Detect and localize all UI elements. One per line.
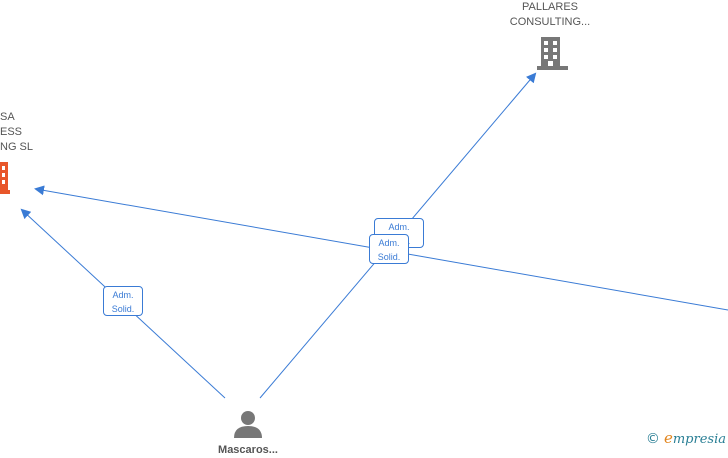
person-label[interactable]: Mascaros... [208,443,288,458]
edge-label-center-front-line2: Solid. [377,252,401,262]
building-icon [537,37,568,70]
edge-label-center-front-line1: Adm. [378,238,400,248]
brand-initial: e [663,429,673,447]
company-left-name-line2: ESS [0,126,23,138]
company-left-name-line3: NG SL [0,141,34,153]
edge-label-left-line1: Adm. [112,290,134,300]
edge-label-center-back-line1: Adm. [388,222,410,232]
person-icon [234,411,262,438]
person-name: Mascaros... [218,444,278,456]
empresia-watermark: © empresia [646,429,726,447]
brand-name: mpresia [672,432,726,447]
company-left-name-line1: SA [0,111,15,123]
edge-label-center-front[interactable]: Adm. Solid. [369,234,409,264]
building-icon-highlighted [0,162,10,194]
company-top-name-line1: PALLARES [521,1,579,13]
copyright-symbol: © [645,431,660,447]
edge-label-left-line2: Solid. [111,304,135,314]
company-left-label[interactable]: SA ESS NG SL [0,110,40,155]
company-top-label[interactable]: PALLARES CONSULTING... [495,0,605,30]
company-top-name-line2: CONSULTING... [509,16,591,28]
edge-label-left[interactable]: Adm. Solid. [103,286,143,316]
